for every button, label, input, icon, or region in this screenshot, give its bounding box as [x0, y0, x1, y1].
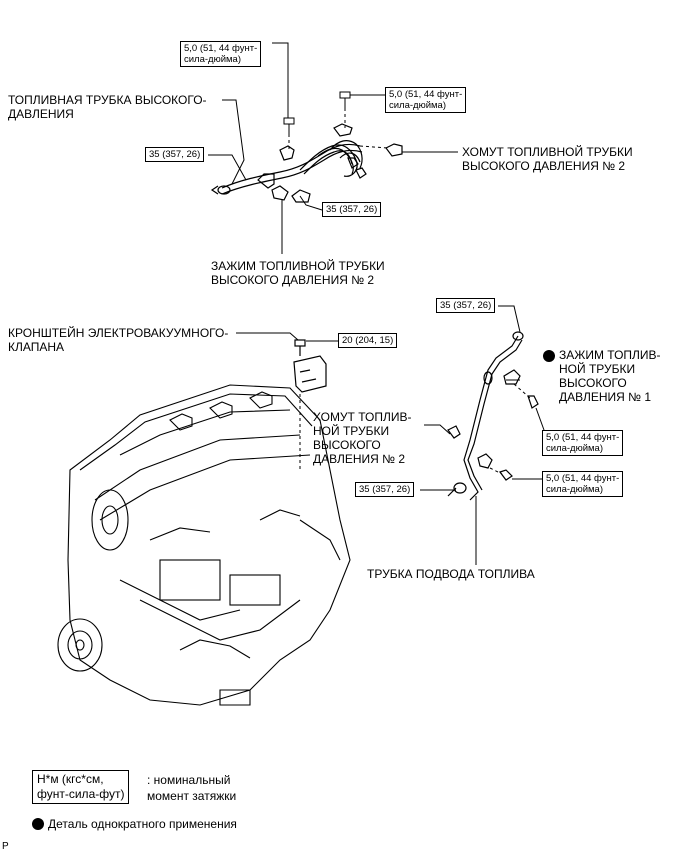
label-hp-pipe-clamp-no2-lower: ХОМУТ ТОПЛИВ- НОЙ ТРУБКИ ВЫСОКОГО ДАВЛЕН… — [313, 410, 411, 466]
label-clamp-low-line1: ХОМУТ ТОПЛИВ- — [313, 410, 412, 424]
torque-box-6: 35 (357, 26) — [436, 298, 496, 313]
label-clip-r-line4: ДАВЛЕНИЯ № 1 — [559, 390, 652, 404]
label-hp-fuel-pipe-line1: ТОПЛИВНАЯ ТРУБКА ВЫСОКОГО- — [8, 93, 207, 107]
label-clip-r-line1: ЗАЖИМ ТОПЛИВ- — [559, 348, 661, 362]
legend-single-use-text: Деталь однократного применения — [48, 817, 237, 831]
leader-lines-right — [420, 305, 545, 565]
label-clip-mid-line1: ЗАЖИМ ТОПЛИВНОЙ ТРУБКИ — [211, 259, 385, 273]
torque-box-4: 35 (357, 26) — [322, 202, 382, 217]
engine-block-drawing — [57, 384, 351, 706]
legend-single-use-label: Деталь однократного применения — [48, 817, 237, 831]
corner-code-text: P — [2, 841, 9, 852]
legend-unit-box: Н*м (кгс*см, фунт-сила-фут) — [32, 770, 130, 804]
leader-lines-top — [208, 42, 458, 254]
torque-7-line2: сила-дюйма) — [546, 443, 603, 454]
label-clamp-low-line4: ДАВЛЕНИЯ № 2 — [313, 452, 406, 466]
torque-box-5: 20 (204, 15) — [338, 333, 398, 348]
torque-box-9: 35 (357, 26) — [355, 482, 415, 497]
torque-8-line2: сила-дюйма) — [546, 484, 603, 495]
label-clamp-low-line3: ВЫСОКОГО — [313, 438, 381, 452]
label-clip-r-line2: НОЙ ТРУБКИ — [559, 362, 636, 376]
high-pressure-fuel-pipe-drawing — [210, 123, 403, 203]
torque-box-8: 5,0 (51, 44 фунт- сила-дюйма) — [542, 471, 624, 497]
legend-unit-line2: фунт-сила-фут) — [37, 787, 125, 801]
single-use-part-icon — [543, 350, 555, 362]
legend-unit-description: : номинальный момент затяжки — [147, 772, 236, 804]
label-clamp-top-line1: ХОМУТ ТОПЛИВНОЙ ТРУБКИ — [462, 145, 633, 159]
torque-9-text: 35 (357, 26) — [359, 484, 411, 495]
legend-unit-desc-line2: момент затяжки — [147, 789, 237, 803]
torque-box-1: 5,0 (51, 44 фунт- сила-дюйма) — [180, 41, 262, 67]
torque-box-2: 5,0 (51, 44 фунт- сила-дюйма) — [385, 87, 467, 113]
label-hp-fuel-pipe-line2: ДАВЛЕНИЯ — [8, 107, 74, 121]
torque-5-text: 20 (204, 15) — [342, 335, 394, 346]
label-clamp-low-line2: НОЙ ТРУБКИ — [313, 424, 390, 438]
bolt-icon-top-right — [339, 91, 351, 108]
torque-box-7: 5,0 (51, 44 фунт- сила-дюйма) — [542, 430, 624, 456]
bolt-icon-top-left — [283, 117, 295, 134]
torque-2-line2: сила-дюйма) — [389, 100, 446, 111]
label-hp-pipe-clamp-no2-top: ХОМУТ ТОПЛИВНОЙ ТРУБКИ ВЫСОКОГО ДАВЛЕНИЯ… — [462, 145, 633, 173]
torque-box-3: 35 (357, 26) — [145, 147, 205, 162]
corner-code: P — [2, 840, 9, 854]
label-vsv-bracket: КРОНШТЕЙН ЭЛЕКТРОВАКУУМНОГО- КЛАПАНА — [8, 326, 228, 354]
label-bracket-line1: КРОНШТЕЙН ЭЛЕКТРОВАКУУМНОГО- — [8, 326, 229, 340]
torque-7-line1: 5,0 (51, 44 фунт- — [546, 432, 620, 443]
legend-single-use-icon — [32, 818, 44, 830]
torque-1-line1: 5,0 (51, 44 фунт- — [184, 43, 258, 54]
label-clamp-top-line2: ВЫСОКОГО ДАВЛЕНИЯ № 2 — [462, 159, 626, 173]
label-hp-pipe-clip-no2: ЗАЖИМ ТОПЛИВНОЙ ТРУБКИ ВЫСОКОГО ДАВЛЕНИЯ… — [211, 259, 385, 287]
torque-2-line1: 5,0 (51, 44 фунт- — [389, 89, 463, 100]
label-bracket-line2: КЛАПАНА — [8, 340, 65, 354]
label-clip-mid-line2: ВЫСОКОГО ДАВЛЕНИЯ № 2 — [211, 273, 375, 287]
label-feed-pipe-text: ТРУБКА ПОДВОДА ТОПЛИВА — [367, 567, 535, 581]
legend-unit-line1: Н*м (кгс*см, — [37, 772, 104, 786]
torque-6-text: 35 (357, 26) — [440, 300, 492, 311]
fuel-feed-pipe-drawing — [447, 331, 539, 501]
torque-4-text: 35 (357, 26) — [326, 204, 378, 215]
legend-unit-desc-line1: : номинальный — [147, 773, 231, 787]
label-hp-fuel-pipe: ТОПЛИВНАЯ ТРУБКА ВЫСОКОГО- ДАВЛЕНИЯ — [8, 93, 207, 121]
label-clip-r-line3: ВЫСОКОГО — [559, 376, 627, 390]
label-fuel-feed-pipe: ТРУБКА ПОДВОДА ТОПЛИВА — [367, 567, 535, 581]
torque-8-line1: 5,0 (51, 44 фунт- — [546, 473, 620, 484]
vsv-bracket-drawing — [293, 339, 327, 393]
torque-3-text: 35 (357, 26) — [149, 149, 201, 160]
torque-1-line2: сила-дюйма) — [184, 54, 241, 65]
label-hp-pipe-clip-no1: ЗАЖИМ ТОПЛИВ- НОЙ ТРУБКИ ВЫСОКОГО ДАВЛЕН… — [559, 348, 661, 404]
